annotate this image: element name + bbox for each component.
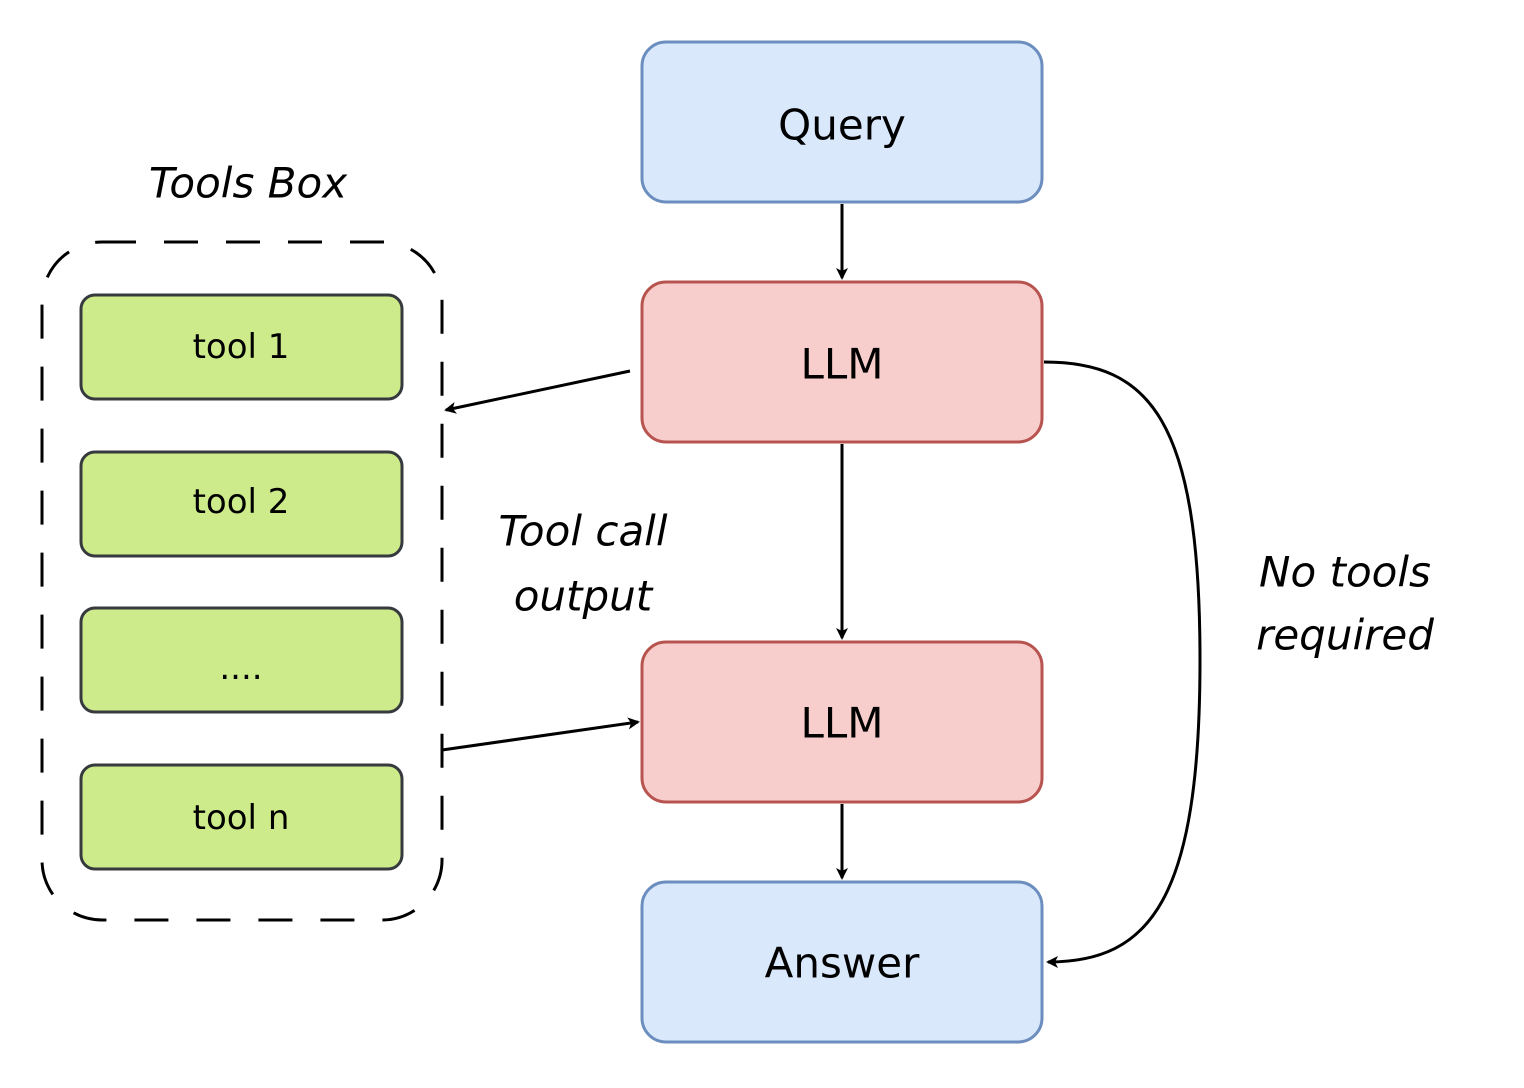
tool-label-2: tool 2 [193,482,290,522]
tool-call-output-label-line1: Tool call [498,507,667,556]
tool-item: tool n [79,763,404,871]
llm-node-first [640,280,1044,444]
arrow-llm-bypass-to-answer [1043,360,1202,968]
tool-item: .... [79,606,404,714]
llm-second-label: LLM [800,699,883,748]
tool-box-2 [79,450,404,558]
tool-label-1: tool 1 [193,327,290,367]
tool-label-ellipsis: .... [219,648,262,688]
tool-box-n [79,763,404,871]
no-tools-required-label-line2: required [1256,611,1434,660]
query-label: Query [778,101,906,150]
tools-box-title: Tools Box [149,159,348,208]
tool-label-n: tool n [193,798,290,838]
arrow-llm-to-tools [444,369,631,414]
answer-node [640,880,1044,1044]
arrow-tools-to-llm [441,717,640,752]
tool-item: tool 1 [79,293,404,401]
llm-first-label: LLM [800,340,883,389]
query-node [640,40,1044,204]
answer-label: Answer [765,939,920,988]
tool-call-output-label-line2: output [514,572,654,621]
llm-node-second [640,640,1044,804]
tool-box-ellipsis [79,606,404,714]
tools-box-container [40,240,444,922]
no-tools-required-label-line1: No tools [1259,548,1431,597]
tool-box-1 [79,293,404,401]
tool-item: tool 2 [79,450,404,558]
